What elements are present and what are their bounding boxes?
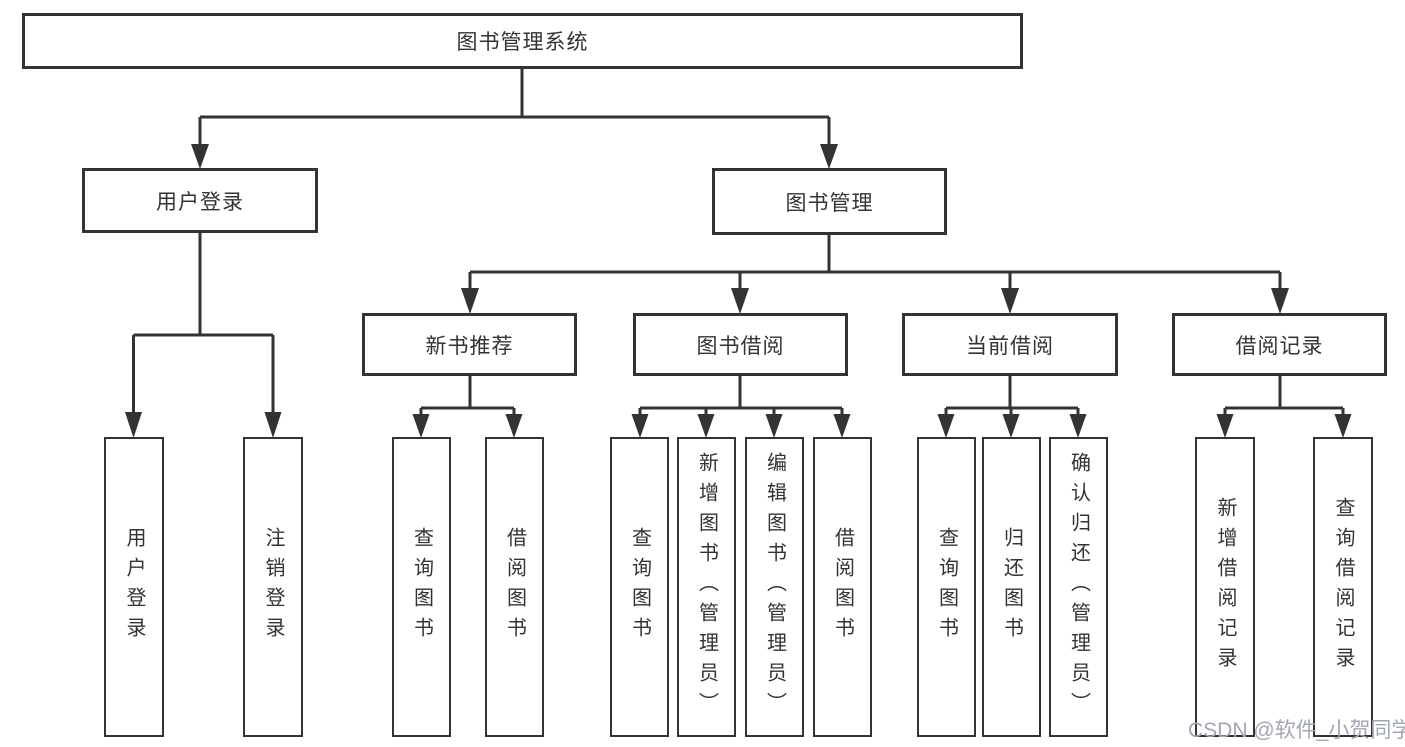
node-leaf-query-borrow-record-label: 查询借阅记录 [1332,497,1354,677]
node-leaf-logout-label: 注销登录 [262,527,284,647]
node-leaf-query-books-1-label: 查询图书 [410,527,433,647]
node-leaf-query-books-3-label: 查询图书 [935,527,958,647]
node-leaf-edit-book-admin-label: 编辑图书（管理员） [763,452,786,722]
node-leaf-add-borrow-record: 新增借阅记录 [1195,437,1255,737]
node-leaf-borrow-books-1: 借阅图书 [485,437,544,737]
node-new-book-recommend-label: 新书推荐 [425,334,514,358]
node-book-borrow-label: 图书借阅 [696,334,785,358]
connector-book-borrow-branch [631,376,851,438]
node-leaf-borrow-books-2-label: 借阅图书 [831,527,854,647]
node-book-management: 图书管理 [712,168,947,235]
node-leaf-edit-book-admin: 编辑图书（管理员） [745,437,804,737]
watermark: CSDN @软件_小贺同学 [1188,719,1405,742]
node-borrow-records-label: 借阅记录 [1235,334,1324,358]
node-leaf-borrow-books-2: 借阅图书 [813,437,872,737]
node-current-borrow: 当前借阅 [902,313,1118,376]
node-leaf-confirm-return-admin-label: 确认归还（管理员） [1067,452,1090,722]
node-leaf-user-login-label: 用户登录 [123,527,145,647]
node-borrow-records: 借阅记录 [1172,313,1387,376]
node-leaf-query-books-2-label: 查询图书 [628,527,651,647]
connector-book-management-branch [461,235,1289,314]
node-new-book-recommend: 新书推荐 [362,313,577,376]
connector-root-to-level2 [191,69,838,169]
node-book-borrow: 图书借阅 [633,313,848,376]
connector-current-borrow-branch [937,376,1087,438]
node-leaf-logout: 注销登录 [243,437,303,737]
node-leaf-borrow-books-1-label: 借阅图书 [503,527,526,647]
node-leaf-query-books-2: 查询图书 [610,437,669,737]
connector-borrow-records-branch [1216,376,1352,438]
node-user-login-branch-label: 用户登录 [156,190,244,214]
node-leaf-user-login: 用户登录 [104,437,164,737]
node-leaf-query-books-1: 查询图书 [392,437,451,737]
node-current-borrow-label: 当前借阅 [966,334,1054,358]
node-leaf-return-book-label: 归还图书 [1000,527,1023,647]
node-book-management-label: 图书管理 [785,191,874,215]
node-leaf-add-book-admin-label: 新增图书（管理员） [695,452,718,722]
node-leaf-return-book: 归还图书 [982,437,1041,737]
node-leaf-query-borrow-record: 查询借阅记录 [1313,437,1373,737]
node-leaf-query-books-3: 查询图书 [917,437,976,737]
node-user-login-branch: 用户登录 [82,168,318,233]
node-leaf-add-borrow-record-label: 新增借阅记录 [1214,497,1236,677]
connector-new-book-recommend-branch [412,376,523,438]
node-root: 图书管理系统 [22,13,1023,69]
node-root-label: 图书管理系统 [456,31,589,54]
node-leaf-add-book-admin: 新增图书（管理员） [677,437,736,737]
node-leaf-confirm-return-admin: 确认归还（管理员） [1049,437,1108,737]
connector-user-login-branch [125,233,282,438]
